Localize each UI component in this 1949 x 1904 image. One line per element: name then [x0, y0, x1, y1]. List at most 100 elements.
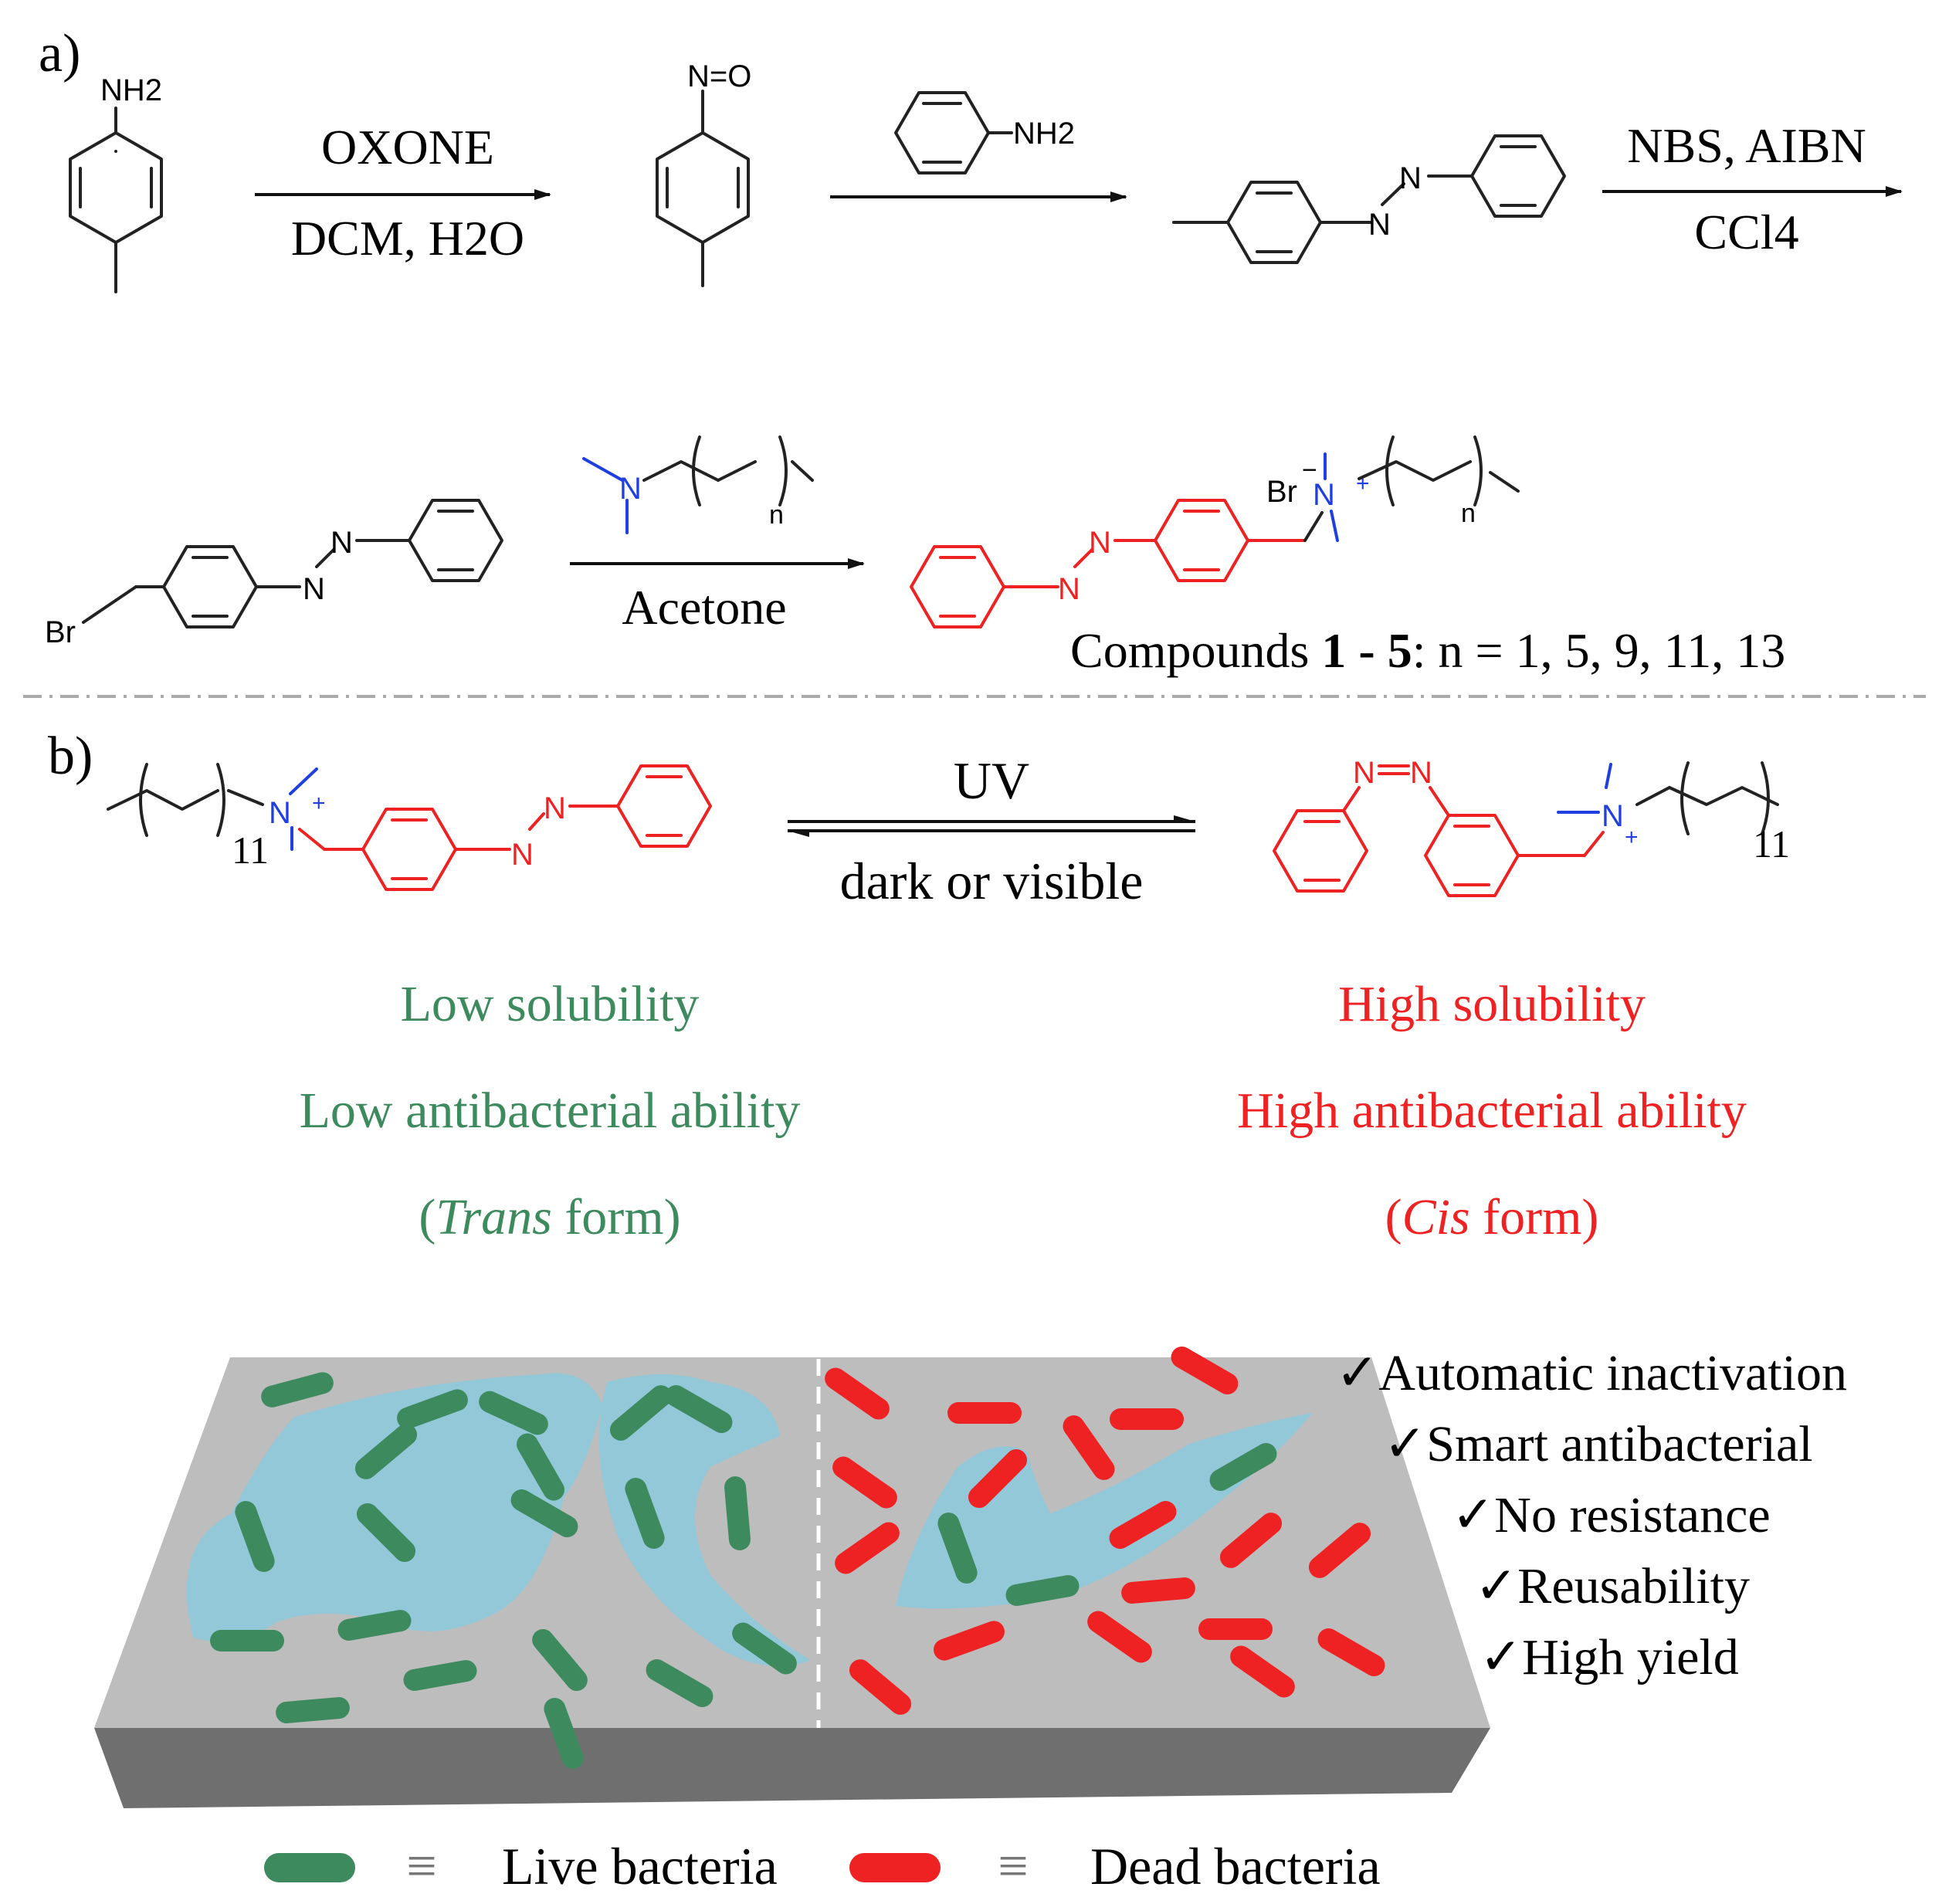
trans-properties: Low solubility Low antibacterial ability… [300, 976, 801, 1245]
azo-n-1: N [1368, 208, 1391, 242]
ammonium-n: N [1313, 478, 1335, 512]
dead-bacterium [1109, 1501, 1177, 1549]
cis-ammonium-n: N [1602, 799, 1624, 833]
live-bacterium [517, 1433, 564, 1501]
compounds-caption: Compounds 1 - 5: n = 1, 5, 9, 11, 13 [1070, 623, 1785, 678]
cis-azo-n-2: N [1410, 756, 1432, 790]
trans-ammonium-n: N [269, 796, 291, 830]
azo-n-4: N [330, 526, 353, 560]
dead-bacterium [1171, 1347, 1239, 1394]
live-bacterium [665, 1385, 733, 1433]
trans-azo-n-2: N [544, 791, 566, 825]
legend-live-swatch [264, 1853, 355, 1882]
live-bacterium [235, 1501, 275, 1572]
cis-antibacterial: High antibacterial ability [1237, 1082, 1747, 1139]
amine-n-label: N [619, 472, 642, 506]
water-droplet-1 [186, 1373, 602, 1642]
step1-reagent: OXONE [321, 120, 494, 174]
trans-isomer-structure: 11 N + N N [107, 763, 712, 891]
live-bacterium [646, 1659, 714, 1707]
bacteria-layer [210, 1347, 1385, 1769]
surface-slab [94, 1357, 1490, 1808]
bromide-label: Br [45, 615, 76, 649]
methylazobenzene-structure: N N [1172, 134, 1566, 264]
cis-ammonium-charge: + [1625, 825, 1639, 850]
azo-n-3: N [303, 572, 325, 606]
azo-n-2: N [1399, 161, 1422, 195]
dead-bacterium [835, 1522, 900, 1574]
panel-a-label: a) [39, 24, 80, 83]
live-bacterium [261, 1372, 334, 1408]
live-bacterium [625, 1478, 665, 1549]
toluidine-structure: NH2 [69, 73, 163, 293]
dead-bacterium [1087, 1611, 1152, 1663]
checklist-item: ✓Reusability [1475, 1558, 1750, 1614]
dead-bacterium [1219, 1513, 1283, 1568]
live-bacterium [354, 1424, 418, 1479]
feature-checklist: ✓Automatic inactivation✓Smart antibacter… [1336, 1345, 1847, 1685]
live-bacterium [609, 1385, 673, 1441]
legend-equiv-dead: ≡ [998, 1837, 1028, 1896]
counterion-charge: − [1302, 456, 1317, 485]
amine-label: NH2 [100, 73, 162, 107]
live-bacterium [732, 1622, 797, 1675]
cis-isomer-structure: N N N + 11 [1273, 756, 1790, 897]
azo-n-6: N [1089, 526, 1111, 560]
live-bacterium [479, 1391, 548, 1435]
live-bacterium [532, 1628, 588, 1692]
cis-form: (Cis form) [1385, 1189, 1599, 1245]
water-droplet-2 [598, 1374, 811, 1666]
dead-bacterium [1308, 1523, 1371, 1578]
dead-bacterium [968, 1448, 1028, 1509]
dead-bacterium [825, 1367, 890, 1420]
dead-bacterium [947, 1402, 1022, 1424]
bromomethylazobenzene-structure: Br N N [45, 499, 503, 649]
reverse-condition: dark or visible [840, 852, 1144, 910]
live-bacterium [1005, 1575, 1080, 1606]
forward-condition: UV [954, 751, 1029, 810]
step4-conditions: Acetone [622, 580, 786, 635]
live-bacterium [210, 1630, 284, 1652]
dead-bacterium [1198, 1618, 1273, 1640]
cis-properties: High solubility High antibacterial abili… [1237, 976, 1747, 1245]
live-bacterium [544, 1698, 584, 1769]
step1-conditions: DCM, H2O [291, 211, 524, 266]
dimethylalkylamine-reagent: N n [582, 435, 814, 534]
live-bacterium [510, 1489, 578, 1537]
azo-n-5: N [1058, 572, 1080, 606]
live-bacterium [937, 1513, 978, 1584]
aniline-reagent: NH2 [894, 91, 1075, 174]
dead-bacterium [1110, 1408, 1184, 1430]
cis-chain-n: 11 [1753, 822, 1790, 866]
trans-antibacterial: Low antibacterial ability [300, 1082, 801, 1139]
equilibrium-arrows [788, 815, 1195, 837]
trans-ammonium-charge: + [312, 791, 326, 816]
legend-equiv-live: ≡ [406, 1837, 436, 1896]
dead-bacterium [1317, 1628, 1385, 1676]
step3-reagent: NBS, AIBN [1627, 118, 1866, 173]
checklist-item: ✓Automatic inactivation [1336, 1345, 1847, 1401]
checklist-item: ✓High yield [1480, 1629, 1739, 1685]
cis-azo-n-1: N [1353, 756, 1375, 790]
step3-conditions: CCl4 [1694, 205, 1798, 259]
live-bacterium [403, 1660, 477, 1691]
product-structure: N N Br − N + n [910, 435, 1520, 628]
live-bacterium [356, 1503, 416, 1563]
trans-chain-n: 11 [232, 828, 269, 872]
trans-form: (Trans form) [419, 1189, 680, 1245]
legend-dead-label: Dead bacteria [1090, 1837, 1381, 1896]
dead-bacterium [934, 1621, 1005, 1661]
nitrosotoluene-structure: N=O [656, 59, 751, 287]
live-bacterium [724, 1476, 751, 1550]
live-bacterium [276, 1697, 350, 1723]
dead-bacterium [1230, 1645, 1295, 1698]
subscript-n-product: n [1461, 499, 1476, 528]
dead-bacterium [832, 1456, 897, 1509]
legend-live-label: Live bacteria [502, 1837, 778, 1896]
cis-solubility: High solubility [1338, 976, 1646, 1032]
panel-b-label: b) [48, 727, 93, 786]
live-bacterium [337, 1610, 412, 1641]
subscript-n-reagent: n [769, 500, 784, 530]
legend: ≡ Live bacteria ≡ Dead bacteria [264, 1837, 1381, 1896]
